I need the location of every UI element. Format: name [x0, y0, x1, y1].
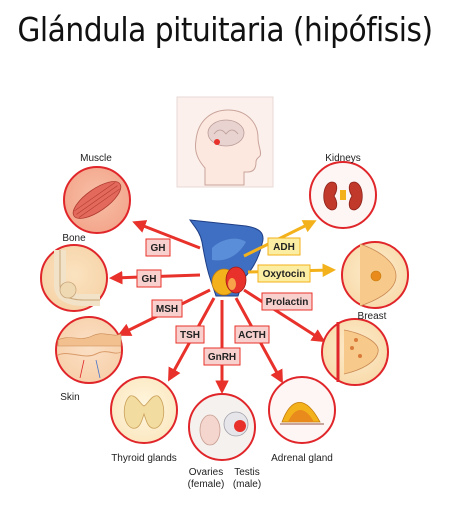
thyroid-label: Thyroid glands — [111, 453, 177, 464]
breast-circle — [321, 318, 389, 386]
ovaries-label: Ovaries — [189, 467, 223, 478]
gonads-circle — [188, 393, 256, 461]
page-title: Glándula pituitaria (hipófisis) — [17, 10, 433, 49]
testis-label: Testis — [234, 467, 260, 478]
bone-label: Bone — [62, 233, 86, 244]
hormone-text-tsh: TSH — [180, 330, 200, 341]
hormone-text-oxytocin: Oxytocin — [263, 269, 306, 280]
head-illustration — [176, 96, 274, 188]
hormone-label-prolactin: Prolactin — [261, 292, 313, 311]
hormone-text-gh-top: GH — [151, 243, 166, 254]
hormone-text-prolactin: Prolactin — [266, 297, 309, 308]
muscle-circle — [63, 166, 131, 234]
muscle-label: Muscle — [80, 153, 112, 164]
breast-label: Breast — [358, 311, 387, 322]
hormone-text-gnrh: GnRH — [208, 352, 236, 363]
breast-side-circle — [341, 241, 409, 309]
hormone-label-msh: MSH — [151, 299, 183, 318]
hormone-text-gh-bottom: GH — [142, 274, 157, 285]
hormone-label-adh: ADH — [267, 237, 301, 256]
hormone-text-acth: ACTH — [238, 330, 266, 341]
kidneys-label: Kidneys — [325, 153, 361, 164]
testis-sublabel: (male) — [233, 479, 261, 490]
skin-circle — [55, 316, 123, 384]
adrenal-circle — [268, 376, 336, 444]
thyroid-circle — [110, 376, 178, 444]
pituitary-gland — [188, 219, 264, 297]
hormone-label-gh-bottom: GH — [136, 269, 162, 288]
adrenal-label: Adrenal gland — [271, 453, 333, 464]
skin-label: Skin — [60, 392, 79, 403]
hormone-label-gnrh: GnRH — [203, 347, 241, 366]
hormone-label-gh-top: GH — [145, 238, 171, 257]
hormone-label-oxytocin: Oxytocin — [257, 264, 311, 283]
hormone-text-msh: MSH — [156, 304, 178, 315]
hormone-text-adh: ADH — [273, 242, 295, 253]
hormone-label-tsh: TSH — [175, 325, 205, 344]
ovaries-sublabel: (female) — [188, 479, 225, 490]
bone-circle — [40, 244, 108, 312]
kidneys-circle — [309, 161, 377, 229]
hormone-label-acth: ACTH — [234, 325, 270, 344]
